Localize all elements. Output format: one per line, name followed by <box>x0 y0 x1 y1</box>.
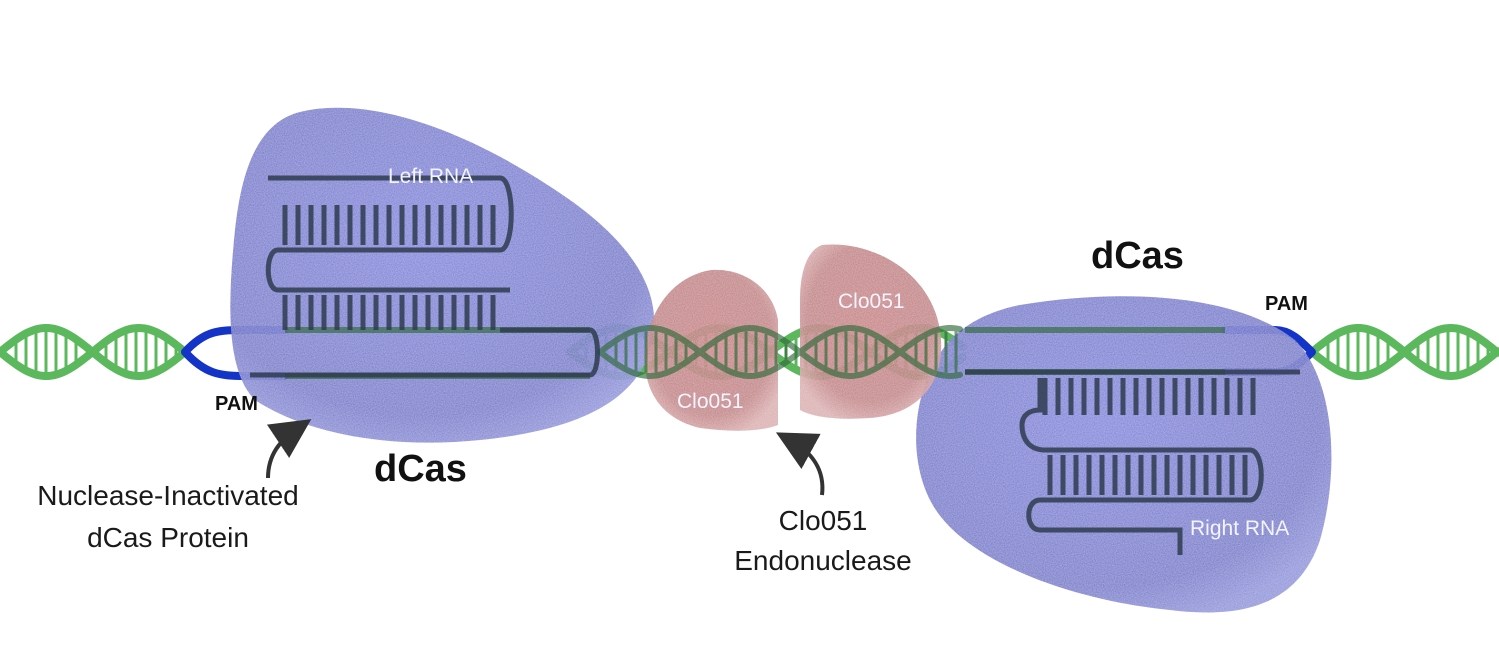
caption-dcas-line2: dCas Protein <box>87 522 249 553</box>
clo051-right-label: Clo051 <box>838 290 905 313</box>
right-rna-label: Right RNA <box>1190 517 1289 540</box>
arrow-to-dcas <box>266 419 312 479</box>
clo051-domain-left <box>645 269 778 431</box>
arrow-to-clo051 <box>775 432 825 496</box>
right-rna-structure <box>965 369 1300 555</box>
left-rna-label: Left RNA <box>388 165 473 188</box>
pam-label-left: PAM <box>215 393 258 415</box>
dcas-label-left: dCas <box>374 448 467 490</box>
clo051-left-label: Clo051 <box>677 390 744 413</box>
caption-dcas-line1: Nuclease-Inactivated <box>37 480 298 511</box>
left-rna-structure <box>250 175 600 378</box>
caption-clo051-line2: Endonuclease <box>734 545 911 576</box>
pam-label-right: PAM <box>1265 293 1308 315</box>
dcas-protein-right <box>916 296 1332 613</box>
caption-clo051-line1: Clo051 <box>779 505 868 536</box>
dcas-label-right: dCas <box>1091 235 1184 277</box>
dcas-protein-left <box>230 107 655 443</box>
